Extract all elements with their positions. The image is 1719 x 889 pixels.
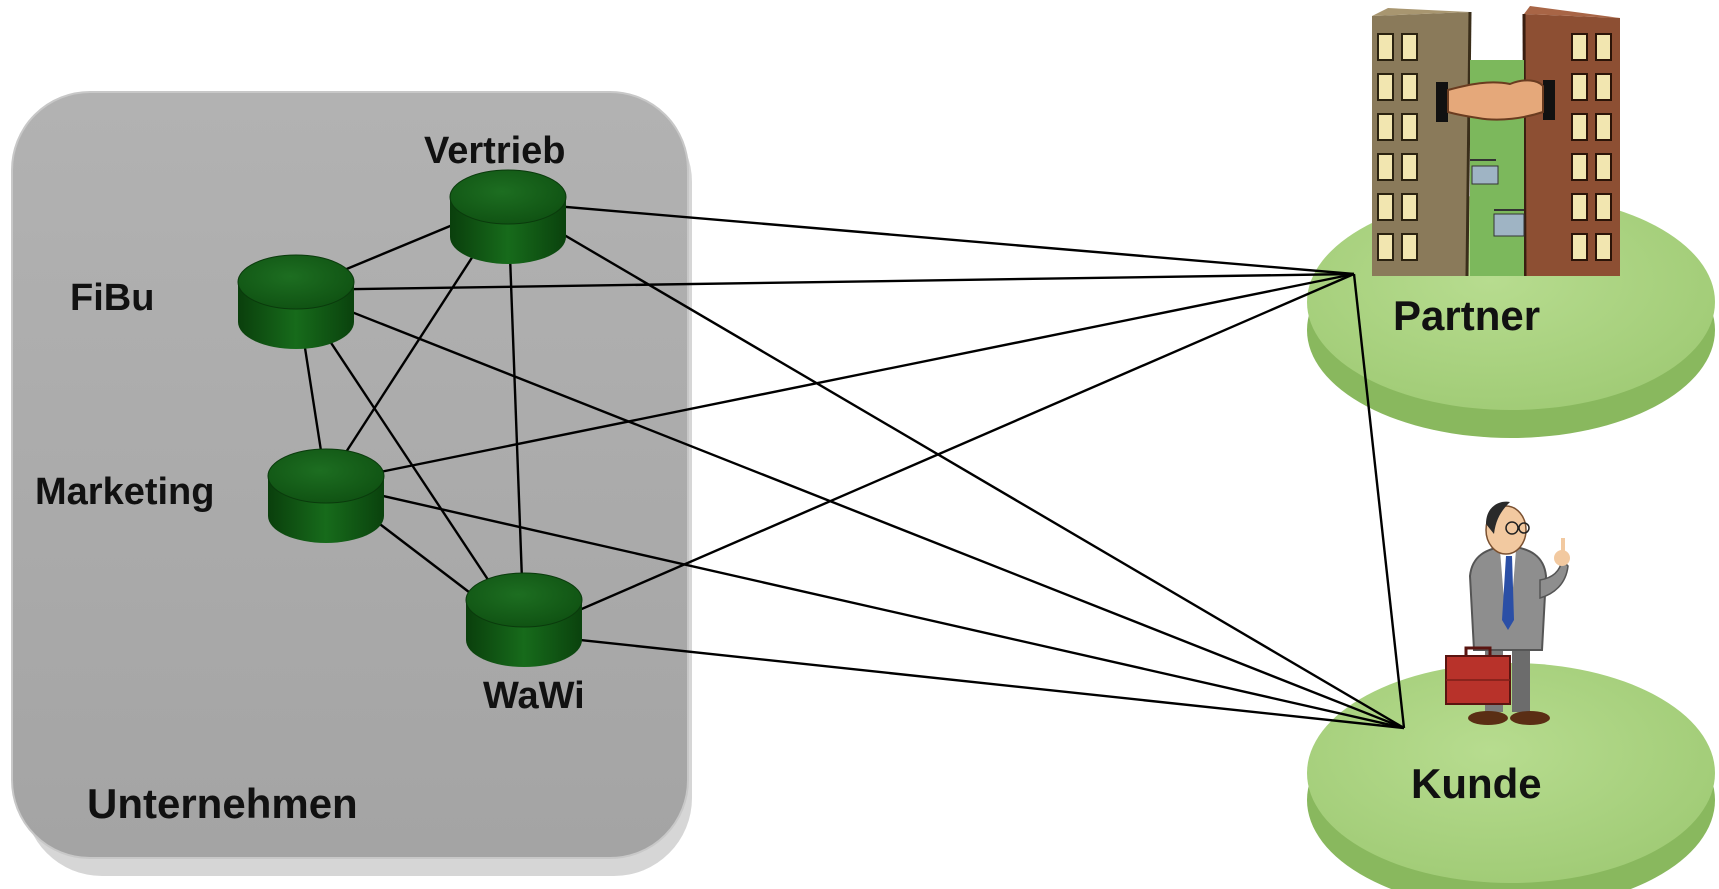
connection-vertrieb-partner — [507, 200, 1355, 276]
kunde-label: Kunde — [1411, 760, 1542, 807]
connection-marketing-partner — [325, 272, 1355, 485]
connection-vertrieb-kunde — [507, 200, 1405, 730]
marketing-label: Marketing — [35, 471, 214, 513]
connection-marketing-kunde — [325, 481, 1405, 730]
connection-vertrieb-wawi — [506, 201, 526, 635]
wawi-database-icon — [465, 572, 583, 667]
fibu-label: FiBu — [70, 277, 154, 319]
connection-fibu-partner — [295, 272, 1355, 292]
kunde-disc — [1307, 663, 1715, 889]
partner-label: Partner — [1393, 292, 1540, 339]
vertrieb-label: Vertrieb — [424, 130, 566, 172]
connection-fibu-kunde — [295, 288, 1405, 730]
enterprise-label: Unternehmen — [87, 780, 358, 827]
vertrieb-database-icon — [449, 169, 567, 264]
connection-fibu-wawi — [294, 289, 526, 635]
wawi-label: WaWi — [483, 675, 585, 717]
marketing-database-icon — [267, 448, 385, 543]
businessman-icon — [1445, 501, 1570, 725]
connection-partner-kunde — [1352, 273, 1406, 729]
fibu-database-icon — [237, 254, 355, 349]
connection-lines — [294, 200, 1406, 730]
handshake-buildings-icon — [1372, 6, 1620, 277]
connection-wawi-kunde — [523, 632, 1405, 730]
